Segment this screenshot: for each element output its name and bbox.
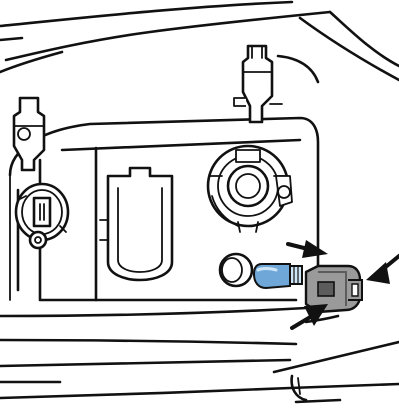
arrow-icon [288, 240, 328, 258]
u-shaped-cover [100, 168, 172, 280]
body-contours-bottom [0, 308, 399, 402]
left-round-socket [16, 184, 68, 248]
bulb-icon [254, 264, 302, 288]
arrow-icon-right [366, 256, 399, 284]
body-contours-top [0, 2, 399, 82]
main-bulb-assembly [208, 146, 292, 232]
upper-socket [234, 46, 282, 122]
bulb-hole [220, 254, 252, 286]
socket-icon [306, 266, 362, 312]
